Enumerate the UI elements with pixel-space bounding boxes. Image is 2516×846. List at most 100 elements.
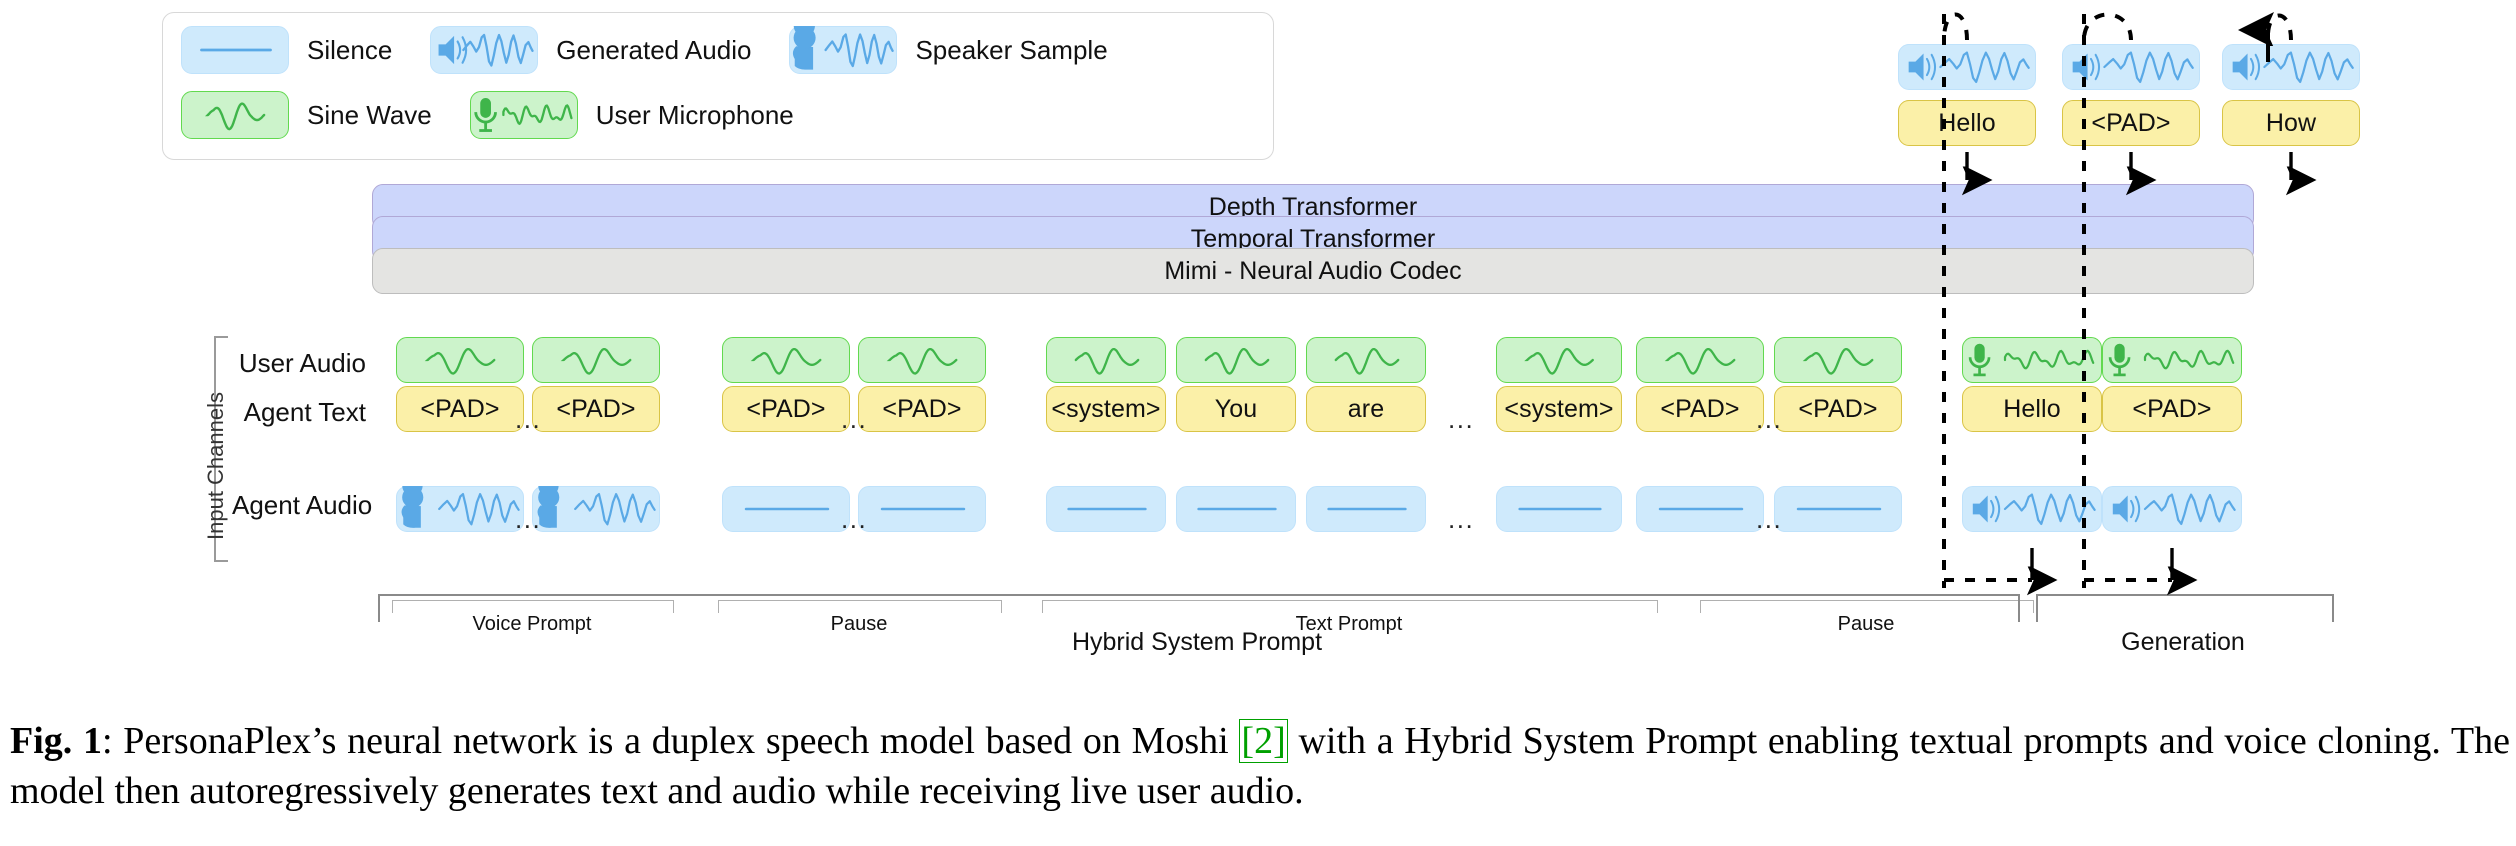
segment-bracket-2 <box>1042 600 1658 613</box>
sine-wave-icon <box>181 91 289 139</box>
cell-agent-audio-6 <box>1306 486 1426 532</box>
output-token-label: Hello <box>1938 108 1996 137</box>
cell-agent-text-11: <PAD> <box>2102 386 2242 432</box>
cell-agent-text-0: <PAD> <box>396 386 524 432</box>
cell-user-audio-2 <box>722 337 850 383</box>
cell-agent-text-3: <PAD> <box>858 386 986 432</box>
agent-text-token: <PAD> <box>882 394 962 423</box>
cell-user-audio-3 <box>858 337 986 383</box>
agent-text-token: Hello <box>2003 394 2061 423</box>
caption-figure-number: Fig. 1 <box>10 720 102 762</box>
agent-text-token: <PAD> <box>746 394 826 423</box>
stack-bar-mimi-neural-audio-codec: Mimi - Neural Audio Codec <box>372 248 2254 294</box>
ellipsis-agent-text-6: ... <box>1448 404 1475 434</box>
cell-agent-text-8: <PAD> <box>1636 386 1764 432</box>
agent-text-token: <system> <box>1051 394 1161 423</box>
cell-agent-text-2: <PAD> <box>722 386 850 432</box>
ellipsis-agent-audio-6: ... <box>1448 504 1475 534</box>
cell-agent-text-9: <PAD> <box>1774 386 1902 432</box>
ellipsis-agent-audio-2: ... <box>841 504 868 534</box>
legend-label: Silence <box>307 34 393 65</box>
legend-row-1: Silence Generated Audio Speaker Sample <box>181 26 1146 74</box>
output-audio-1 <box>2062 44 2200 90</box>
agent-text-token: <PAD> <box>2132 394 2212 423</box>
row-label-user-audio: User Audio <box>238 348 366 378</box>
cell-agent-audio-7 <box>1496 486 1622 532</box>
cell-agent-text-5: You <box>1176 386 1296 432</box>
cell-agent-text-7: <system> <box>1496 386 1622 432</box>
cell-agent-audio-0 <box>396 486 524 532</box>
phase-bracket-label: Generation <box>2121 628 2245 656</box>
cell-user-audio-6 <box>1306 337 1426 383</box>
agent-text-token: <system> <box>1504 394 1614 423</box>
cell-agent-audio-1 <box>532 486 660 532</box>
cell-user-audio-9 <box>1774 337 1902 383</box>
agent-text-token: are <box>1347 394 1385 423</box>
silence-icon <box>181 26 289 74</box>
output-token-label: How <box>2265 108 2317 137</box>
cell-agent-text-1: <PAD> <box>532 386 660 432</box>
segment-bracket-label: Pause <box>830 613 888 635</box>
user-microphone-icon <box>469 91 578 139</box>
cell-user-audio-1 <box>532 337 660 383</box>
output-text-2: How <box>2222 100 2360 146</box>
cell-user-audio-5 <box>1176 337 1296 383</box>
stack-bar-label: Depth Transformer <box>1208 192 1418 221</box>
row-label-agent-audio: Agent Audio <box>232 490 373 520</box>
legend-item-silence: Silence <box>181 26 430 74</box>
cell-agent-audio-3 <box>858 486 986 532</box>
output-audio-0 <box>1898 44 2036 90</box>
cell-user-audio-4 <box>1046 337 1166 383</box>
caption-separator: : <box>101 720 113 762</box>
caption-part1: PersonaPlex’s neural network is a duplex… <box>112 720 1240 762</box>
cell-agent-audio-9 <box>1774 486 1902 532</box>
agent-text-token: You <box>1214 394 1258 423</box>
stack-bar-label: Temporal Transformer <box>1190 224 1436 253</box>
segment-bracket-label: Text Prompt <box>1295 613 1403 635</box>
cell-user-audio-8 <box>1636 337 1764 383</box>
ellipsis-agent-text-2: ... <box>841 404 868 434</box>
phase-bracket-1 <box>2036 594 2334 622</box>
legend-label: Sine Wave <box>307 99 432 130</box>
cell-agent-audio-2 <box>722 486 850 532</box>
input-channels-label: Input Channels <box>203 392 228 540</box>
row-label-agent-text: Agent Text <box>243 397 366 427</box>
legend-label: User Microphone <box>595 99 794 130</box>
legend-item-sine-wave: Sine Wave <box>181 91 470 139</box>
segment-bracket-3 <box>1700 600 2034 613</box>
cell-user-audio-11 <box>2102 337 2242 383</box>
input-channels-bracket <box>214 336 228 562</box>
segment-bracket-1 <box>718 600 1002 613</box>
output-text-1: <PAD> <box>2062 100 2200 146</box>
legend-row-2: Sine Wave User Microphone <box>181 91 832 139</box>
ellipsis-agent-text-8: ... <box>1756 404 1783 434</box>
legend-item-generated-audio: Generated Audio <box>430 26 789 74</box>
segment-bracket-0 <box>392 600 674 613</box>
caption-citation-link[interactable]: [2] <box>1239 719 1288 763</box>
ellipsis-agent-text-0: ... <box>515 404 542 434</box>
output-audio-2 <box>2222 44 2360 90</box>
cell-agent-text-4: <system> <box>1046 386 1166 432</box>
segment-bracket-label: Pause <box>1837 613 1895 635</box>
cell-agent-audio-5 <box>1176 486 1296 532</box>
cell-user-audio-10 <box>1962 337 2102 383</box>
cell-user-audio-7 <box>1496 337 1622 383</box>
speaker-sample-icon <box>789 26 898 74</box>
figure-caption: Fig. 1: PersonaPlex’s neural network is … <box>10 716 2510 816</box>
legend-label: Speaker Sample <box>915 34 1108 65</box>
phase-bracket-0 <box>378 594 2020 622</box>
legend-item-speaker-sample: Speaker Sample <box>789 26 1145 74</box>
legend-label: Generated Audio <box>556 34 752 65</box>
ellipsis-agent-audio-0: ... <box>515 504 542 534</box>
cell-agent-audio-11 <box>2102 486 2242 532</box>
output-token-label: <PAD> <box>2091 108 2171 137</box>
cell-agent-audio-4 <box>1046 486 1166 532</box>
agent-text-token: <PAD> <box>1660 394 1740 423</box>
legend-box: Silence Generated Audio Speaker Sample S… <box>162 12 1274 160</box>
caption-part2: with a Hybrid System Prompt enabling tex… <box>10 720 2510 813</box>
output-text-0: Hello <box>1898 100 2036 146</box>
phase-bracket-label: Hybrid System Prompt <box>1071 628 1323 656</box>
segment-bracket-label: Voice Prompt <box>472 613 592 635</box>
agent-text-token: <PAD> <box>556 394 636 423</box>
